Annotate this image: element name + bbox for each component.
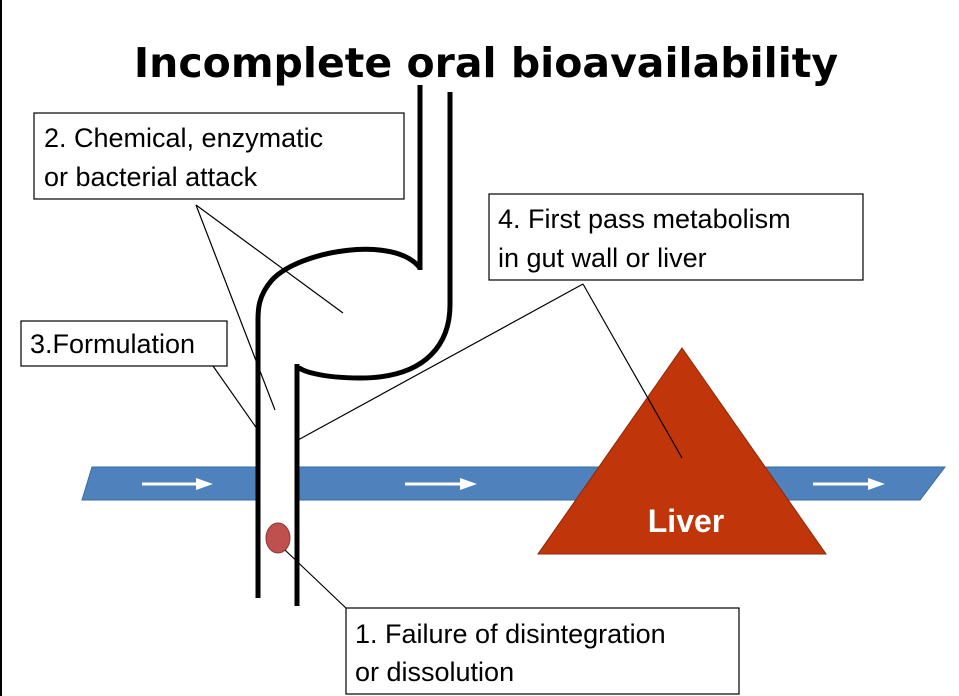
callout-box [20, 320, 228, 367]
callout-failure-dissolution: 1. Failure of disintegration or dissolut… [345, 607, 740, 695]
callout-text-line1: 2. Chemical, enzymatic [44, 123, 323, 153]
flow-arrow-1 [142, 478, 213, 490]
callout-box [488, 193, 864, 281]
gut-tube-interior [258, 465, 297, 502]
stomach-inner-wall [295, 304, 453, 381]
page-title: Incomplete oral bioavailability [134, 39, 838, 87]
callout-box [33, 112, 405, 200]
callout-first-pass: 4. First pass metabolism in gut wall or … [488, 193, 864, 281]
callout-line-formulation [212, 365, 261, 434]
liver-label: Liver [648, 503, 724, 539]
gi-tract [255, 85, 453, 606]
callout-text-line2: or bacterial attack [44, 162, 258, 192]
callout-line-chemical-stomach [195, 204, 344, 314]
callout-line-failure [284, 549, 349, 611]
callout-text-line1: 4. First pass metabolism [498, 204, 791, 234]
flow-arrow-2 [405, 478, 477, 490]
stomach-outer-wall [255, 246, 422, 321]
pill [265, 522, 291, 554]
callout-box [345, 607, 740, 695]
callout-text-line2: in gut wall or liver [498, 243, 707, 273]
callout-line-first-pass-gut [297, 283, 584, 441]
callout-lines [195, 204, 683, 611]
callout-text-line1: 3.Formulation [30, 329, 195, 359]
callout-chemical-attack: 2. Chemical, enzymatic or bacterial atta… [33, 112, 405, 200]
callout-line-first-pass-liver [582, 283, 683, 459]
callout-text-line1: 1. Failure of disintegration [355, 619, 666, 649]
callout-formulation: 3.Formulation [20, 320, 228, 367]
callout-line-chemical-intestine [195, 204, 276, 411]
liver-triangle [537, 347, 827, 555]
callout-text-line2: or dissolution [355, 657, 514, 687]
flow-arrow-3 [813, 478, 885, 490]
